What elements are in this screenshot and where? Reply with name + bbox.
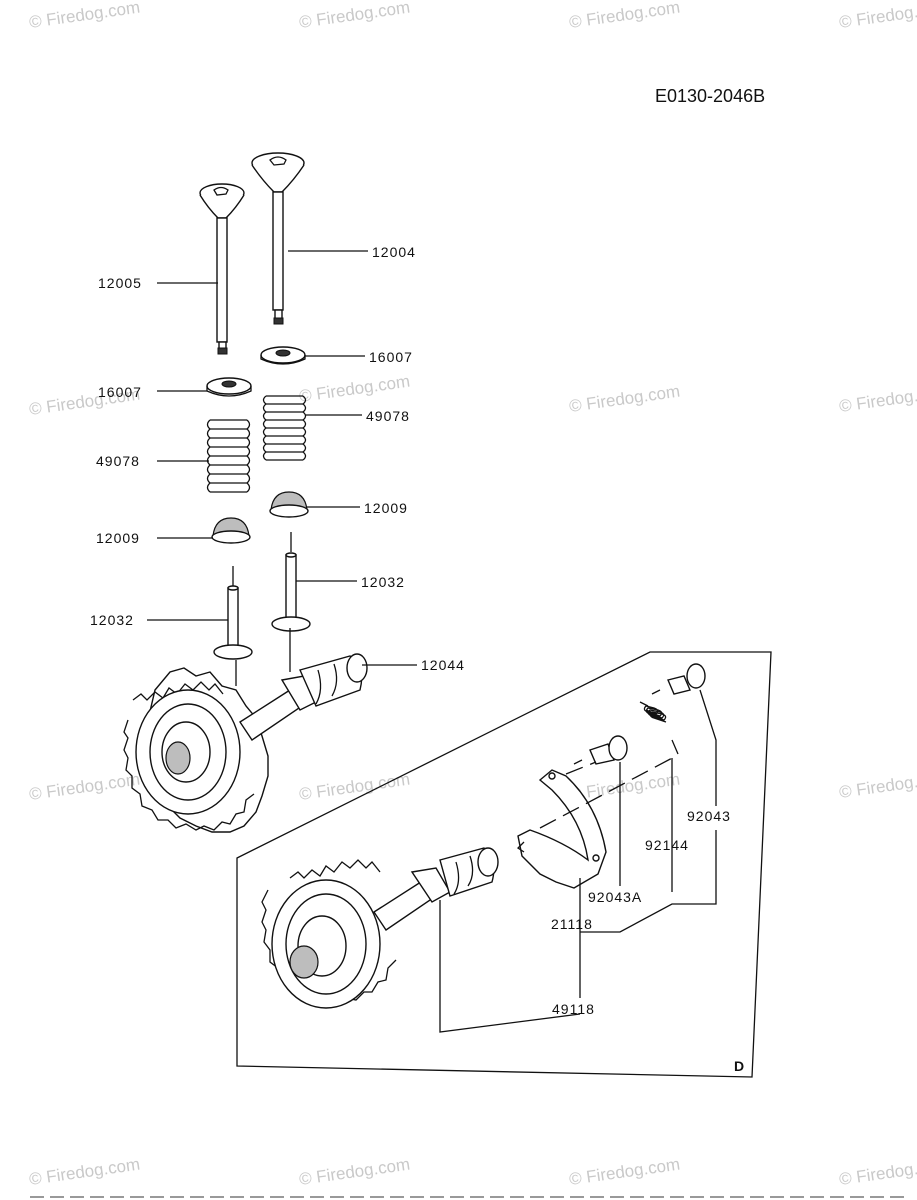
callout-12004: 12004 xyxy=(372,244,416,260)
retainer-16007-left xyxy=(206,377,252,397)
callout-49078-left: 49078 xyxy=(96,453,140,469)
callout-12009-left: 12009 xyxy=(96,530,140,546)
watermark: © Firedog.com xyxy=(28,1155,141,1189)
callout-12009-right: 12009 xyxy=(364,500,408,516)
diagram-code: E0130-2046B xyxy=(655,86,765,106)
tappet-12032-left xyxy=(213,585,253,660)
intake-valve-12004 xyxy=(251,152,305,325)
watermark: © Firedog.com xyxy=(838,1155,917,1189)
watermark: © Firedog.com xyxy=(298,372,411,406)
inset-label: D xyxy=(734,1058,745,1074)
spring-92144 xyxy=(639,701,679,755)
watermark: © Firedog.com xyxy=(838,0,917,32)
valve-cap-12009-right xyxy=(269,491,309,518)
valve-cap-12009-left xyxy=(211,517,251,544)
camshaft-12044 xyxy=(123,653,368,833)
callout-16007-left: 16007 xyxy=(98,384,142,400)
watermark: © Firedog.com xyxy=(568,1155,681,1189)
inset-panel: D xyxy=(236,651,772,1078)
governor-plate-21118 xyxy=(516,769,607,889)
spring-49078-right xyxy=(262,395,307,461)
watermark: © Firedog.com xyxy=(298,1155,411,1189)
callout-92043A: 92043A xyxy=(588,889,642,905)
bolt-92043A xyxy=(573,735,628,765)
retainer-16007-right xyxy=(260,346,306,365)
callout-12005: 12005 xyxy=(98,275,142,291)
callout-12032-right: 12032 xyxy=(361,574,405,590)
callout-12032-left: 12032 xyxy=(90,612,134,628)
callout-92144: 92144 xyxy=(645,837,689,853)
watermark-layer: © Firedog.com © Firedog.com © Firedog.co… xyxy=(28,0,917,1189)
exhaust-valve-12005 xyxy=(199,183,245,355)
watermark: © Firedog.com xyxy=(838,768,917,802)
callout-49078-right: 49078 xyxy=(366,408,410,424)
callout-21118: 21118 xyxy=(551,916,593,932)
bolt-92043 xyxy=(651,663,706,695)
camshaft-49118 xyxy=(261,847,499,1009)
watermark: © Firedog.com xyxy=(568,0,681,32)
watermark: © Firedog.com xyxy=(838,382,917,416)
callout-12044: 12044 xyxy=(421,657,465,673)
callout-16007-right: 16007 xyxy=(369,349,413,365)
watermark: © Firedog.com xyxy=(568,382,681,416)
leader-lines xyxy=(147,250,717,1033)
spring-49078-left xyxy=(206,419,251,493)
tappet-12032-right xyxy=(271,552,311,632)
assembly-dash-line xyxy=(539,755,677,829)
watermark: © Firedog.com xyxy=(28,0,141,32)
watermark: © Firedog.com xyxy=(298,0,411,32)
callout-92043: 92043 xyxy=(687,808,731,824)
callout-49118: 49118 xyxy=(552,1001,595,1017)
watermark: © Firedog.com xyxy=(28,770,141,804)
